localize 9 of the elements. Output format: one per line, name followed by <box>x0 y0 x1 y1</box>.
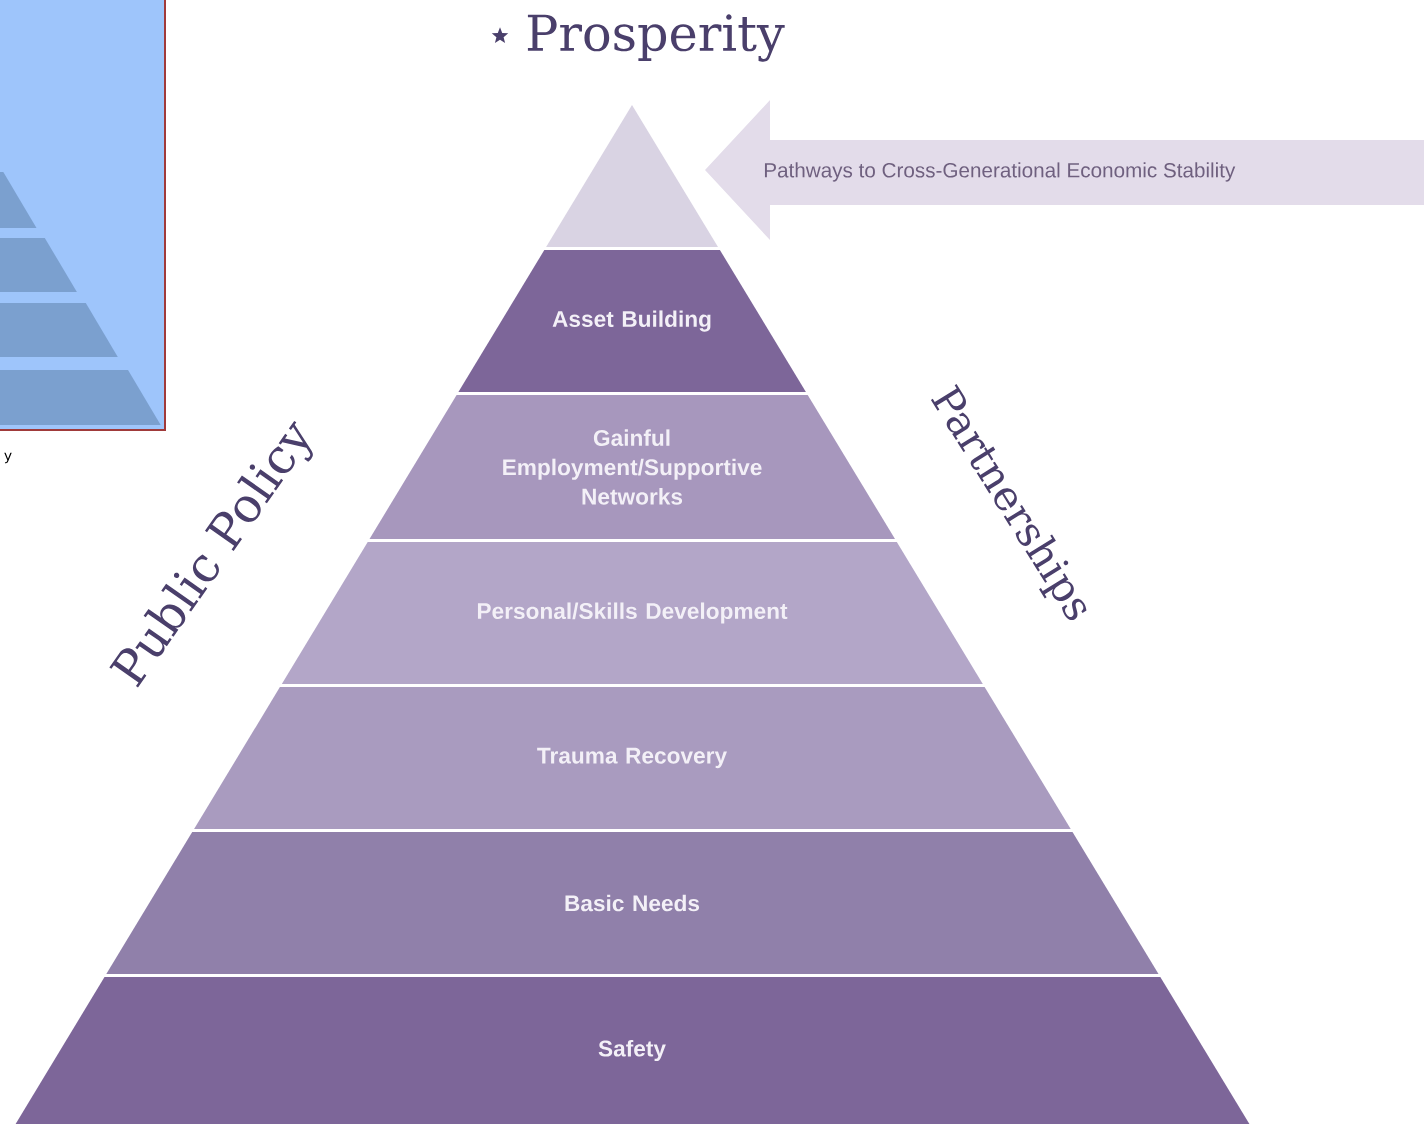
pyramid-band: Safety <box>15 977 1250 1124</box>
pyramid-band: Trauma Recovery <box>194 687 1071 829</box>
pyramid-band: Personal/Skills Development <box>281 542 983 684</box>
pyramid-band: Basic Needs <box>106 832 1159 974</box>
pyramid-band: Gainful Employment/Supportive Networks <box>369 395 895 539</box>
pyramid-band: Asset Building <box>458 250 806 392</box>
title: Prosperity <box>527 14 785 62</box>
pyramid-top <box>546 105 718 247</box>
fragment-text: y <box>4 452 12 464</box>
